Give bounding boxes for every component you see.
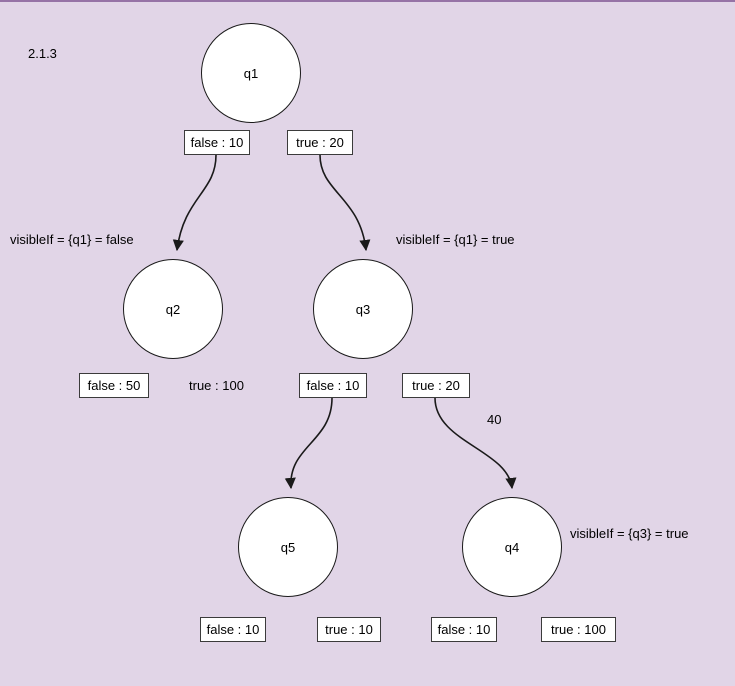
branch-label-q1-false[interactable]: false : 10 [184, 130, 250, 155]
branch-label-q4-false[interactable]: false : 10 [431, 617, 497, 642]
node-label: q4 [504, 539, 520, 555]
node-label: q3 [355, 301, 371, 317]
edge-q3-to-q5 [284, 397, 333, 490]
branch-label-q2-false[interactable]: false : 50 [79, 373, 149, 398]
node-label: q1 [243, 65, 259, 81]
branch-label-q5-false[interactable]: false : 10 [200, 617, 266, 642]
node-q2[interactable]: q2 [123, 259, 223, 359]
edge-q1-to-q3 [319, 154, 371, 252]
branch-label-q1-true[interactable]: true : 20 [287, 130, 353, 155]
edge-condition-label-q1-q3: visibleIf = {q1} = true [396, 232, 515, 247]
plain-label: true : 100 [189, 378, 244, 393]
branch-label-q3-true[interactable]: true : 20 [402, 373, 470, 398]
node-label: q2 [165, 301, 181, 317]
edge-condition-label-q1-q2: visibleIf = {q1} = false [10, 232, 134, 247]
branch-label-q5-true[interactable]: true : 10 [317, 617, 381, 642]
node-q5[interactable]: q5 [238, 497, 338, 597]
section-number-label: 2.1.3 [28, 46, 57, 61]
node-q4[interactable]: q4 [462, 497, 562, 597]
edge-condition-label-q3-q4: visibleIf = {q3} = true [570, 526, 689, 541]
edge-q1-to-q2 [172, 154, 217, 252]
branch-label-q4-true[interactable]: true : 100 [541, 617, 616, 642]
branch-label-q3-false[interactable]: false : 10 [299, 373, 367, 398]
plain-label: 40 [487, 412, 502, 427]
node-label: q5 [280, 539, 296, 555]
node-q3[interactable]: q3 [313, 259, 413, 359]
node-q1[interactable]: q1 [201, 23, 301, 123]
